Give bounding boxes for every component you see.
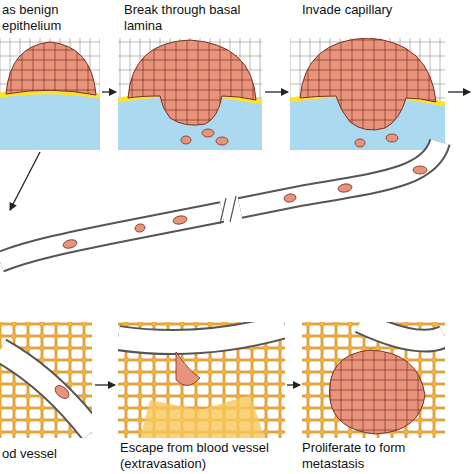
step-arrow-part bbox=[95, 384, 115, 385]
benign-tumor-panel-part bbox=[0, 92, 100, 150]
adhesion-panel bbox=[0, 322, 92, 438]
adhesion-panel-part bbox=[53, 383, 72, 401]
step-caption: od vessel bbox=[2, 446, 102, 462]
adhesion-panel-part bbox=[0, 322, 92, 438]
capillary-part bbox=[0, 212, 222, 262]
invasion-panel bbox=[118, 38, 262, 150]
invasion-panel-part bbox=[128, 40, 256, 125]
metastasis-panel-part bbox=[360, 322, 445, 341]
intravasation-panel-part bbox=[290, 38, 445, 150]
step-caption: Invade capillary bbox=[302, 2, 452, 18]
extravasation-panel-part bbox=[140, 395, 265, 438]
adhesion-panel-part bbox=[0, 350, 92, 432]
adhesion-panel-part bbox=[0, 350, 92, 432]
intravasation-panel-part bbox=[355, 139, 365, 147]
capillary-part bbox=[240, 142, 440, 208]
step-arrow-part bbox=[102, 91, 116, 92]
extravasation-panel bbox=[118, 322, 285, 438]
invasion-panel-part bbox=[202, 129, 214, 137]
capillary-part bbox=[283, 193, 296, 203]
capillary-part bbox=[134, 223, 145, 233]
step-caption: as benign epithelium bbox=[2, 2, 84, 34]
capillary-part bbox=[172, 215, 187, 226]
intravasation-panel-part bbox=[386, 134, 398, 142]
step-arrow bbox=[10, 92, 470, 385]
capillary-part bbox=[240, 142, 440, 208]
capillary-part bbox=[220, 196, 236, 224]
step-arrow-part bbox=[265, 91, 288, 92]
capillary bbox=[0, 142, 440, 262]
metastasis-panel bbox=[302, 322, 445, 438]
invasion-panel-part bbox=[181, 136, 191, 144]
extravasation-panel-part bbox=[176, 352, 200, 386]
benign-tumor-panel-part bbox=[0, 38, 100, 150]
metastasis-panel-part bbox=[330, 350, 426, 434]
intravasation-panel-part bbox=[300, 38, 436, 130]
benign-tumor-panel bbox=[0, 38, 100, 150]
metastasis-panel-part bbox=[302, 322, 445, 438]
capillary-part bbox=[337, 183, 352, 193]
step-caption: Proliferate to form metastasis bbox=[302, 440, 442, 472]
step-caption: Escape from blood vessel (extravasation) bbox=[120, 440, 292, 472]
metastasis-panel-part bbox=[360, 322, 445, 341]
invasion-panel-part bbox=[118, 38, 262, 150]
capillary-part bbox=[0, 212, 222, 262]
step-caption: Break through basal lamina bbox=[124, 2, 259, 34]
extravasation-panel-part bbox=[118, 322, 285, 438]
capillary-part bbox=[62, 238, 78, 249]
step-arrow-part bbox=[10, 152, 40, 210]
benign-tumor-panel-part bbox=[6, 42, 96, 95]
intravasation-panel bbox=[290, 38, 445, 150]
extravasation-panel-part bbox=[118, 326, 285, 342]
capillary-part bbox=[413, 166, 427, 174]
step-arrow-part bbox=[448, 91, 470, 92]
step-arrow-part bbox=[287, 384, 300, 385]
extravasation-panel-part bbox=[118, 326, 285, 342]
invasion-panel-part bbox=[216, 137, 228, 145]
